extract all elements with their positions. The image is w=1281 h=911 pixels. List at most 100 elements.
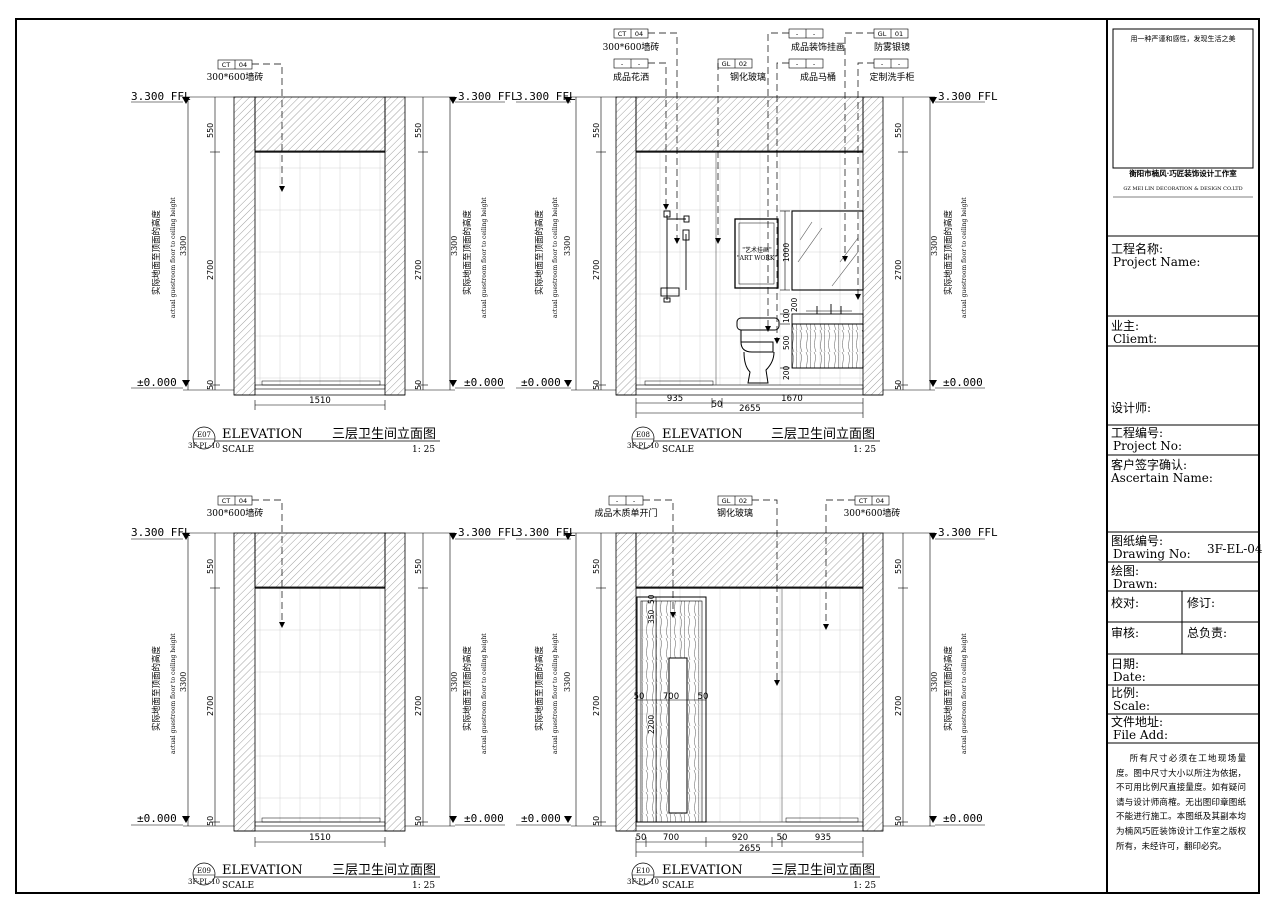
project-name-label-en: Project Name:	[1113, 255, 1201, 269]
dim-200: 200	[782, 365, 791, 380]
floor-ceiling-label-en: actual guestroom floor to ceiling height	[170, 633, 177, 754]
company-name-cn: 衡阳市楠风·巧匠装饰设计工作室	[1129, 168, 1237, 178]
tag-number: 04	[239, 61, 247, 69]
panel-title: 三层卫生间立面图	[332, 863, 436, 878]
tag-number: -	[633, 497, 636, 505]
dim-50: 50	[414, 380, 423, 390]
shower-fixture	[660, 210, 690, 303]
dim-550: 550	[206, 123, 215, 138]
sheet-ref: 3F-PL-10	[627, 878, 659, 886]
scale-ratio: 1: 25	[412, 445, 435, 455]
wooden-door	[636, 596, 707, 823]
material-label: 成品马桶	[800, 71, 836, 83]
mirror	[791, 210, 864, 291]
tag-code: GL	[878, 30, 887, 38]
ffl-label: 3.300 FFL	[458, 90, 518, 103]
dim-1670: 1670	[781, 394, 803, 404]
view-id: E08	[636, 431, 650, 439]
dim-50: 50	[414, 816, 423, 826]
tag-code: CT	[222, 61, 231, 69]
ffl-label: 3.300 FFL	[131, 526, 191, 539]
zero-label: ±0.000	[137, 376, 177, 389]
view-id: E09	[197, 867, 211, 875]
dim-50: 50	[636, 833, 647, 843]
dim-50: 50	[777, 833, 788, 843]
art-label-en: "ART WORK"	[737, 255, 778, 262]
zero-label: ±0.000	[943, 376, 983, 389]
view-id: E10	[636, 867, 650, 875]
dim-2700: 2700	[894, 696, 903, 716]
scale-label-en: Scale:	[1113, 699, 1151, 713]
ffl-label: 3.300 FFL	[938, 526, 998, 539]
tag-code: -	[796, 60, 799, 68]
dim-700: 700	[663, 692, 679, 702]
sheet-ref: 3F-PL-10	[188, 878, 220, 886]
client-label-cn: 业主:	[1111, 319, 1140, 333]
scale-label: SCALE	[662, 881, 694, 891]
check-label: 校对:	[1111, 596, 1140, 610]
dim-3300: 3300	[930, 672, 939, 692]
dim-2700: 2700	[414, 260, 423, 280]
floor-ceiling-label-cn: 实际地面至顶面的高度	[462, 209, 473, 295]
scale-label: SCALE	[662, 445, 694, 455]
tag-code: CT	[222, 497, 231, 505]
tag-code: GL	[722, 497, 731, 505]
dim-width: 1510	[309, 396, 331, 406]
material-label: 300*600墙砖	[844, 507, 901, 519]
tag-number: -	[813, 30, 816, 38]
material-label: 300*600墙砖	[207, 71, 264, 83]
dim-3300: 3300	[450, 236, 459, 256]
dim-50: 50	[592, 380, 601, 390]
tag-number: 04	[635, 30, 643, 38]
floor-ceiling-label-en: actual guestroom floor to ceiling height	[552, 633, 559, 754]
dim-550: 550	[206, 559, 215, 574]
drawn-label-cn: 绘图:	[1111, 564, 1140, 578]
tag-number: -	[813, 60, 816, 68]
ffl-label: 3.300 FFL	[131, 90, 191, 103]
sheet-border	[15, 18, 1260, 894]
dim-50: 50	[712, 400, 723, 410]
elevation-panel-e07	[131, 59, 505, 450]
dim-50: 50	[206, 380, 215, 390]
elevation-label: ELEVATION	[662, 863, 743, 878]
ffl-label: 3.300 FFL	[458, 526, 518, 539]
scale-label-cn: 比例:	[1111, 686, 1140, 700]
dim-935: 935	[667, 394, 683, 404]
dim-550: 550	[414, 123, 423, 138]
dim-50: 50	[634, 692, 645, 702]
dim-3300: 3300	[179, 236, 188, 256]
tag-number: 04	[239, 497, 247, 505]
panel-title: 三层卫生间立面图	[771, 427, 875, 442]
file-label-en: File Add:	[1113, 728, 1168, 742]
slogan: 用一种严谨和感性，发现生活之美	[1131, 34, 1236, 43]
dim-2700: 2700	[206, 260, 215, 280]
tag-number: -	[898, 60, 901, 68]
elevation-label: ELEVATION	[662, 427, 743, 442]
dim-50: 50	[592, 816, 601, 826]
dim-2700: 2700	[206, 696, 215, 716]
zero-label: ±0.000	[521, 812, 561, 825]
zero-label: ±0.000	[943, 812, 983, 825]
floor-ceiling-label-en: actual guestroom floor to ceiling height	[961, 197, 968, 318]
material-label: 成品装饰挂画	[791, 41, 845, 53]
tag-number: -	[638, 60, 641, 68]
scale-ratio: 1: 25	[412, 881, 435, 891]
project-no-label-en: Project No:	[1113, 439, 1182, 453]
scale-ratio: 1: 25	[853, 881, 876, 891]
dim-3300: 3300	[930, 236, 939, 256]
chief-label: 总负责:	[1187, 626, 1228, 640]
client-label-en: Cliemt:	[1113, 332, 1158, 346]
art-label-cn: "艺术挂画"	[742, 246, 772, 254]
dim-2655: 2655	[739, 844, 761, 854]
floor-ceiling-label-en: actual guestroom floor to ceiling height	[552, 197, 559, 318]
ffl-label: 3.300 FFL	[516, 90, 576, 103]
dim-935: 935	[815, 833, 831, 843]
company-name-en: GZ MEI LIN DECORATION & DESIGN CO.LTD	[1123, 186, 1242, 192]
zero-label: ±0.000	[521, 376, 561, 389]
material-label: 300*600墙砖	[603, 41, 660, 53]
revise-label: 修订:	[1187, 596, 1216, 610]
dim-3300: 3300	[563, 236, 572, 256]
drawing-no-value: 3F-EL-04	[1207, 542, 1263, 556]
floor-ceiling-label-en: actual guestroom floor to ceiling height	[961, 633, 968, 754]
